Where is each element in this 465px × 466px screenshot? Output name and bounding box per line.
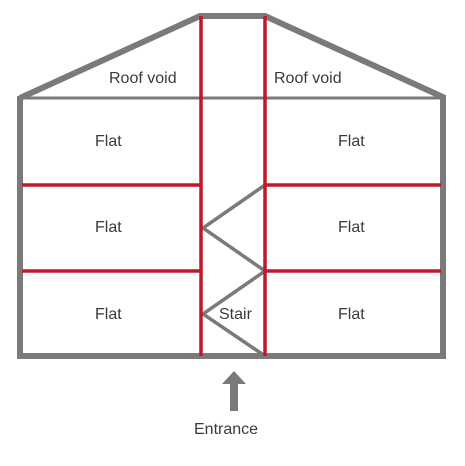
label-roof-void-right: Roof void: [274, 70, 342, 87]
label-flat-bottom-right: Flat: [338, 306, 365, 323]
label-flat-bottom-left: Flat: [95, 306, 122, 323]
label-stair: Stair: [219, 306, 253, 323]
roof-outline: [18, 13, 447, 101]
label-flat-middle-right: Flat: [338, 219, 365, 236]
arrow-up-icon: [222, 371, 246, 411]
label-flat-top-left: Flat: [95, 133, 122, 150]
label-flat-top-right: Flat: [338, 133, 365, 150]
label-roof-void-left: Roof void: [109, 70, 177, 87]
label-entrance: Entrance: [194, 421, 258, 438]
label-flat-middle-left: Flat: [95, 219, 122, 236]
stair-flights: [199, 183, 269, 358]
